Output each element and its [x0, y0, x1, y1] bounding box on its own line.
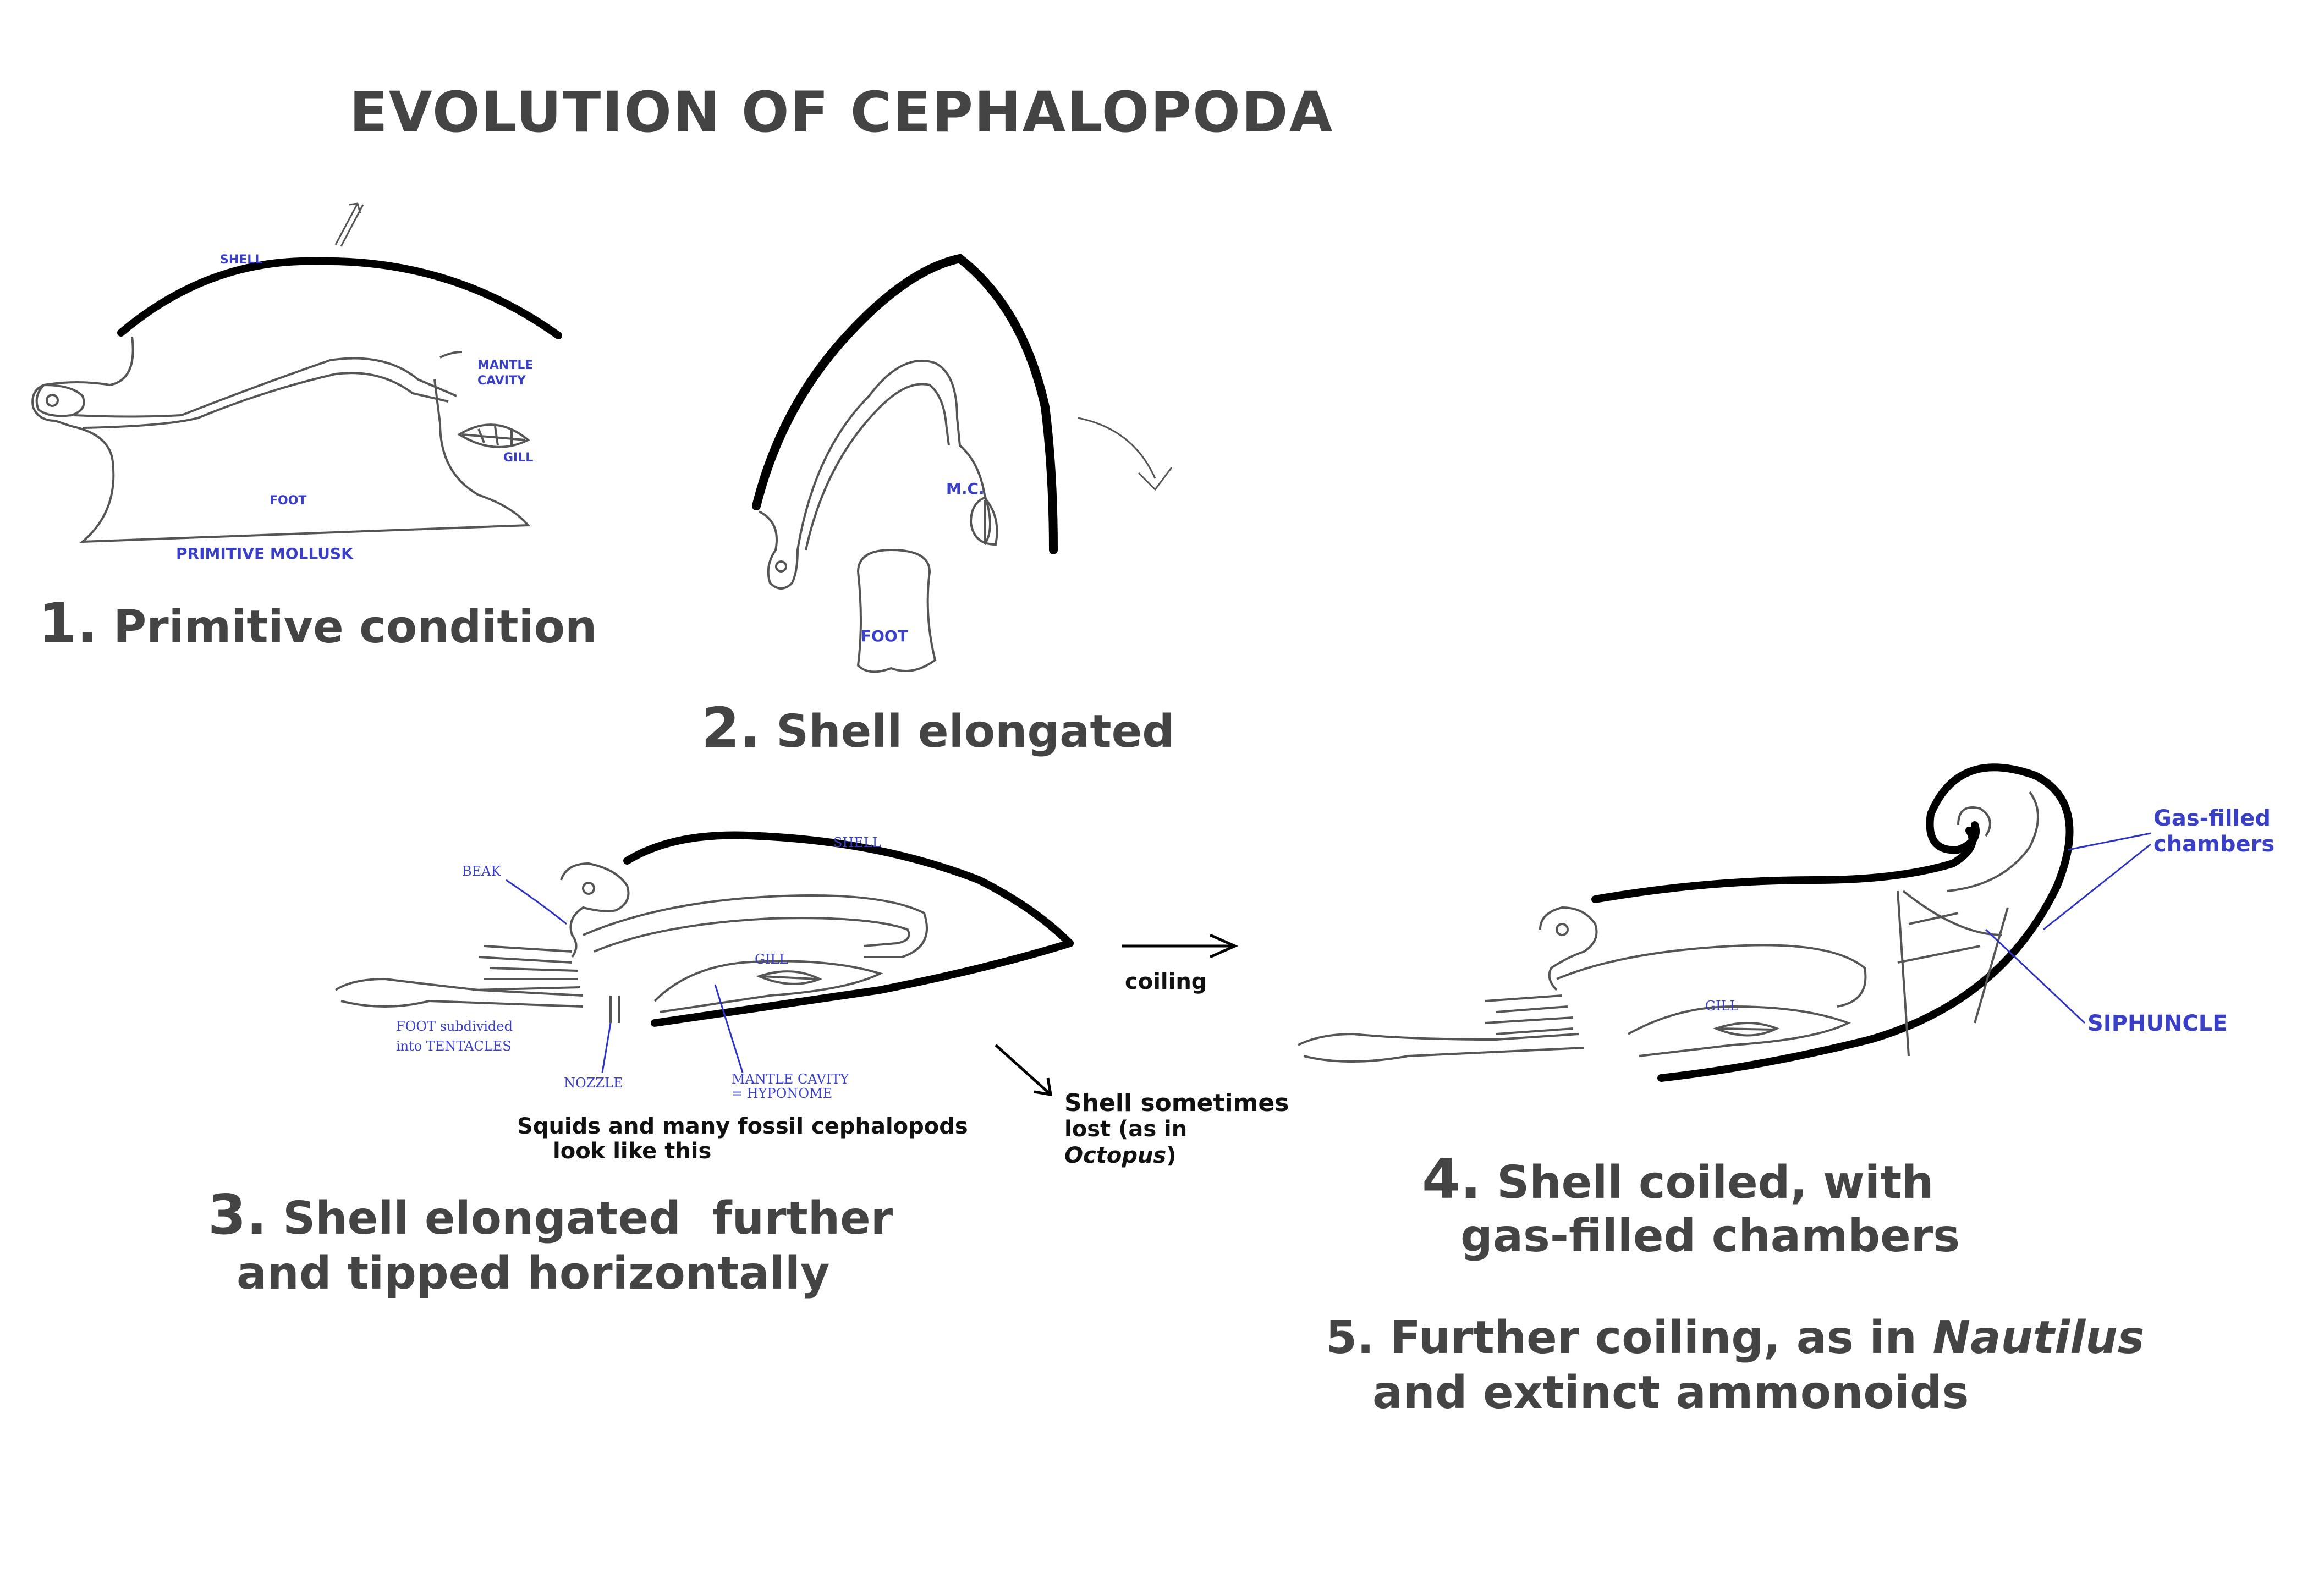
stage5-italic: Nautilus: [1932, 1312, 2145, 1364]
stage3-mantle: [653, 960, 883, 1013]
stage2-body-inner: [805, 383, 950, 551]
page-title: EVOLUTION OF CEPHALOPODA: [349, 80, 1334, 145]
stage1-mantle-wall: [439, 351, 463, 359]
stage3-caption-1: 3. Shell elongated further: [208, 1182, 893, 1247]
stage3-shell-bottom: [651, 939, 1074, 1027]
stage3-body-inner: [594, 917, 910, 953]
stage4-shell-bottom: [1657, 763, 2074, 1082]
stage3-lost-italic: Octopus: [1064, 1143, 1167, 1168]
stage3-eye: [582, 882, 595, 895]
stage4-tentacles: [1298, 994, 1585, 1063]
stage2-foot: [856, 548, 937, 673]
stage4-mantle: [1628, 1005, 1851, 1057]
stage4-shell-top: [1591, 827, 1976, 903]
stage3-coiling-label: coiling: [1125, 969, 1207, 994]
stage3-note-1: Squids and many fossil cephalopods: [517, 1114, 968, 1139]
stage4-shell-whorls: [1897, 791, 2039, 1057]
stage4-siphuncle-label: SIPHUNCLE: [2087, 1011, 2228, 1036]
stage1-gut: [74, 357, 457, 418]
stage3-nozzle-label: NOZZLE: [564, 1075, 623, 1091]
stage3-tentacles: [334, 945, 584, 1008]
stage2-arrow: [1078, 417, 1173, 491]
stage2-body: [759, 360, 991, 590]
stage3-nozzle: [609, 996, 620, 1023]
stage3-lost-close: ): [1166, 1143, 1177, 1168]
stage1-number: 1.: [39, 591, 98, 656]
stage1-gill: [457, 424, 530, 448]
stage3-shell-label: SHELL: [833, 835, 881, 850]
stage4-body: [1556, 944, 1867, 1008]
stage1-body-outline: [31, 336, 531, 543]
stage3-beak-pointer: [506, 879, 567, 925]
stage4-number: 4.: [1422, 1147, 1481, 1211]
stage4-caption-text-1: Shell coiled, with: [1497, 1157, 1934, 1209]
stage2-foot-label: FOOT: [861, 627, 908, 645]
stage1-caption-text: Primitive condition: [113, 601, 597, 653]
stage3-caption-text-1: Shell elongated further: [283, 1192, 893, 1245]
stage4-gas-label-1: Gas-filled: [2153, 806, 2271, 831]
stage1-organism-label: PRIMITIVE MOLLUSK: [176, 544, 353, 563]
stage4-caption-1: 4. Shell coiled, with: [1422, 1147, 1934, 1211]
stage3-beak-label: BEAK: [462, 864, 501, 879]
stage2-caption-text: Shell elongated: [776, 706, 1174, 758]
stage1-mantle-label-1: MANTLE: [477, 359, 534, 372]
stage4-caption-2: gas-filled chambers: [1460, 1210, 1960, 1262]
stage3-lost-2: lost (as in: [1064, 1116, 1188, 1142]
stage4-siphuncle-pointer: [1985, 928, 2086, 1024]
stage3-mantle-label-2: = HYPONOME: [732, 1086, 833, 1101]
stage2-number: 2.: [701, 696, 761, 760]
stage5-caption-2: and extinct ammonoids: [1372, 1367, 1969, 1419]
stage3-note-2: look like this: [553, 1138, 712, 1164]
stage1-gill-label: GILL: [503, 451, 534, 465]
stage3-arrow-coiling: [1122, 933, 1239, 959]
stage3-lost-1: Shell sometimes: [1064, 1089, 1289, 1117]
stage4-gill: [1713, 1022, 1779, 1037]
stage2-caption: 2. Shell elongated: [701, 696, 1174, 760]
stage3-caption-2: and tipped horizontally: [237, 1247, 830, 1300]
stage3-gill-label: GILL: [755, 952, 788, 967]
stage2-drawing: [752, 254, 1173, 673]
stage3-number: 3.: [208, 1182, 267, 1247]
stage4-gas-label-2: chambers: [2153, 832, 2275, 857]
stage5-caption-1: 5. Further coiling, as in Nautilus: [1326, 1312, 2144, 1364]
stage3-mantle-label-1: MANTLE CAVITY: [732, 1071, 849, 1087]
stage1-shell: [117, 257, 562, 339]
stage1-mantle-label-2: CAVITY: [477, 374, 526, 388]
stage3-mantle-pointer: [714, 984, 744, 1073]
stage4-drawing: [1298, 763, 2151, 1082]
stage3-drawing: [334, 831, 1239, 1097]
stage3-foot-label-1: FOOT subdivided: [396, 1019, 513, 1034]
stage1-eye: [46, 394, 59, 407]
stage1-gut-inner: [82, 372, 449, 429]
stage3-body: [583, 894, 928, 958]
stage4-head: [1539, 906, 1598, 991]
stage1-shell-label: SHELL: [220, 253, 263, 267]
stage3-nozzle-pointer: [601, 1022, 612, 1073]
stage3-gill: [756, 970, 822, 985]
stage3-lost-3: Octopus): [1064, 1143, 1177, 1168]
stage3-arrow-lost: [995, 1044, 1053, 1097]
stage2-gill: [969, 496, 998, 546]
stage1-head: [35, 384, 85, 417]
stage1-foot-label: FOOT: [270, 494, 307, 508]
stage1-drawing: [31, 202, 562, 543]
stage3-foot-label-2: into TENTACLES: [396, 1038, 512, 1054]
stage2-mc-label: M.C.: [946, 480, 985, 498]
stage2-eye: [775, 560, 787, 573]
stage3-head: [560, 862, 630, 958]
stage4-eye: [1556, 923, 1569, 936]
stage4-gill-label: GILL: [1705, 998, 1739, 1014]
stage2-shell: [752, 254, 1058, 554]
stage5-prefix: 5. Further coiling, as in: [1326, 1312, 1933, 1364]
stage1-caption: 1. Primitive condition: [39, 591, 597, 656]
stage3-shell-top: [623, 831, 1074, 947]
stage1-arrow-up: [334, 202, 364, 247]
stage4-gas-pointers: [2043, 832, 2151, 931]
